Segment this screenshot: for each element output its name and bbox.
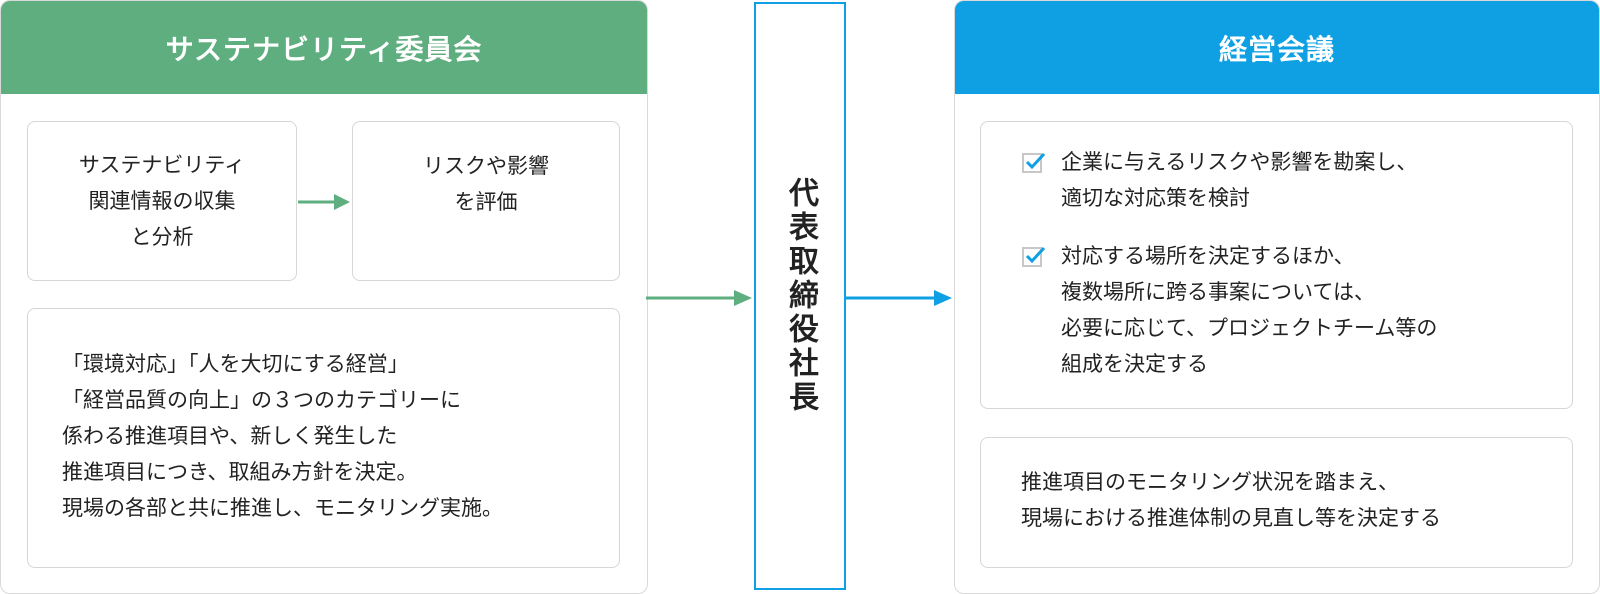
check-location-line-4: 組成を決定する (1061, 352, 1208, 376)
checkbox-icon (1022, 246, 1046, 267)
management-title: 経営会議 (955, 1, 1599, 94)
evaluate-risk-box: リスクや影響 を評価 (352, 121, 620, 281)
ceo-to-management-arrow (846, 290, 952, 306)
evaluate-line-2: を評価 (454, 190, 518, 214)
evaluate-line-1: リスクや影響 (423, 154, 549, 178)
collect-line-3: と分析 (130, 225, 194, 249)
check-risk-line-1: 企業に与えるリスクや影響を勘案し、 (1061, 150, 1418, 174)
check-location-line-1: 対応する場所を決定するほか、 (1061, 244, 1355, 268)
management-decisions-box: 企業に与えるリスクや影響を勘案し、 適切な対応策を検討 対応する場所を決定するほ… (980, 121, 1573, 409)
check-location-line-3: 必要に応じて、プロジェクトチーム等の (1061, 316, 1438, 340)
committee-title: サステナビリティ委員会 (1, 1, 647, 94)
check-risk-line-2: 適切な対応策を検討 (1061, 186, 1250, 210)
committee-to-ceo-arrow (646, 290, 752, 306)
policy-line-4: 推進項目につき、取組み方針を決定。 (62, 460, 418, 484)
monitor-line-1: 推進項目のモニタリング状況を踏まえ、 (1021, 470, 1399, 494)
monitoring-review-box: 推進項目のモニタリング状況を踏まえ、 現場における推進体制の見直し等を決定する (980, 437, 1573, 568)
policy-line-3: 係わる推進項目や、新しく発生した (62, 424, 398, 448)
collect-to-evaluate-arrow (298, 194, 350, 210)
policy-line-5: 現場の各部と共に推進し、モニタリング実施。 (62, 496, 503, 520)
collect-line-2: 関連情報の収集 (88, 189, 236, 213)
policy-decision-box: 「環境対応」「人を大切にする経営」 「経営品質の向上」の３つのカテゴリーに 係わ… (27, 308, 620, 568)
check-item-location: 対応する場所を決定するほか、 複数場所に跨る事案については、 必要に応じて、プロ… (1021, 238, 1572, 382)
ceo-label: 代表取締役社長 (783, 177, 818, 415)
check-location-line-2: 複数場所に跨る事案については、 (1061, 280, 1375, 304)
ceo-box: 代表取締役社長 (754, 2, 846, 590)
monitor-line-2: 現場における推進体制の見直し等を決定する (1021, 506, 1441, 530)
policy-line-1: 「環境対応」「人を大切にする経営」 (62, 352, 409, 376)
checkbox-icon (1022, 152, 1046, 173)
check-item-risk: 企業に与えるリスクや影響を勘案し、 適切な対応策を検討 (1021, 144, 1572, 216)
collect-analyze-box: サステナビリティ 関連情報の収集 と分析 (27, 121, 297, 281)
collect-line-1: サステナビリティ (78, 153, 246, 177)
policy-line-2: 「経営品質の向上」の３つのカテゴリーに (62, 388, 461, 412)
